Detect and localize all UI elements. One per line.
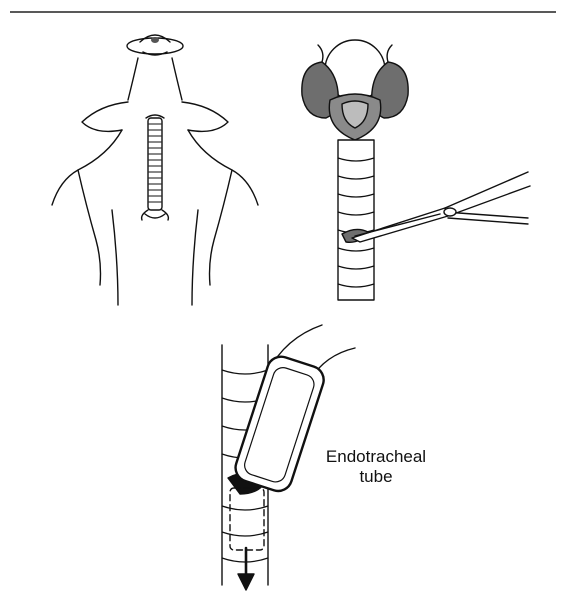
endotracheal-label-line1: Endotracheal	[316, 447, 436, 467]
right-ear	[182, 102, 228, 131]
exposed-trachea-rings	[338, 140, 374, 300]
left-ear	[82, 102, 128, 131]
exposed-trachea-panel	[302, 40, 530, 300]
downward-arrow	[238, 548, 254, 590]
endotracheal-label: Endotracheal tube	[316, 447, 436, 487]
scissors	[352, 172, 530, 242]
animal-body-panel	[52, 35, 258, 305]
endotracheal-label-line2: tube	[316, 467, 436, 487]
trachea-column	[142, 115, 169, 220]
inner-tube-dashed	[230, 488, 264, 550]
